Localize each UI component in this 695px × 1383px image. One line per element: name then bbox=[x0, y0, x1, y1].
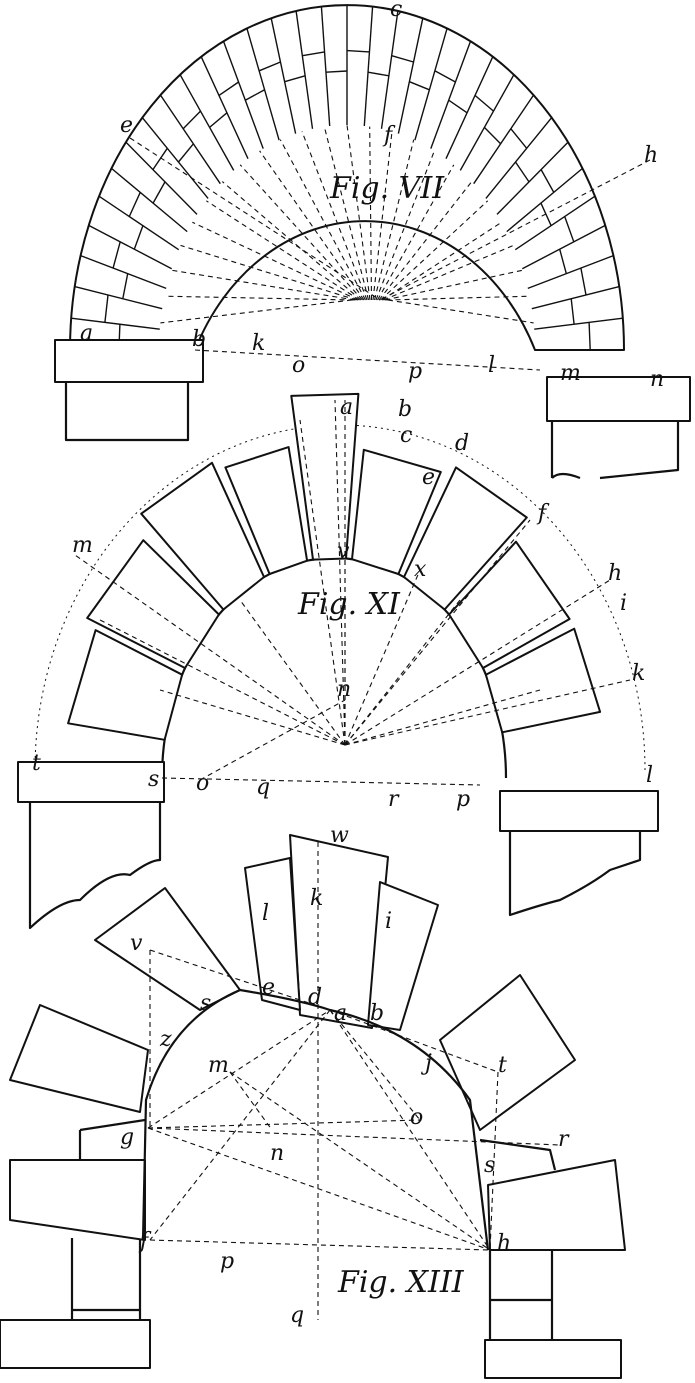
fig13-label-t: t bbox=[498, 1053, 507, 1078]
fig11-pier-left bbox=[28, 802, 162, 930]
fig13-base-left bbox=[0, 1319, 151, 1369]
fig11-label-v: v bbox=[337, 539, 350, 564]
fig13-label-p: p bbox=[220, 1249, 234, 1274]
fig11-label-t: t bbox=[32, 751, 41, 776]
fig13-label-f: f bbox=[138, 1229, 152, 1254]
fig11-label-o: o bbox=[196, 771, 209, 796]
fig13-label-s-top: s bbox=[200, 991, 211, 1016]
fig7-title: Fig. VII bbox=[329, 171, 445, 206]
figure-xiii: w k l i v s e d a b t z m j o g n r s f … bbox=[0, 823, 626, 1379]
fig7-label-c-top: c bbox=[390, 0, 402, 22]
fig11-title: Fig. XI bbox=[297, 587, 401, 622]
fig11-label-k: k bbox=[632, 661, 645, 686]
fig13-label-h: h bbox=[497, 1231, 511, 1256]
fig13-pier-left bbox=[70, 1238, 142, 1320]
fig13-label-m: m bbox=[208, 1053, 229, 1078]
fig13-label-j: j bbox=[420, 1051, 432, 1076]
fig7-impost-right bbox=[546, 376, 691, 422]
fig11-label-p: p bbox=[456, 787, 470, 812]
fig13-label-k: k bbox=[310, 886, 323, 911]
fig11-label-l: l bbox=[646, 763, 653, 788]
figure-xi: a b c d e f m v x h i n k t s o q r p l … bbox=[17, 392, 659, 930]
fig7-construction-rays bbox=[160, 124, 534, 324]
fig13-label-e: e bbox=[262, 975, 275, 1000]
fig13-title: Fig. XIII bbox=[337, 1265, 465, 1300]
fig13-label-l: l bbox=[262, 901, 269, 926]
fig7-voussoir-joints bbox=[71, 5, 623, 351]
fig11-label-x: x bbox=[414, 557, 427, 582]
fig13-label-a: a bbox=[334, 1001, 347, 1026]
fig7-pier-right bbox=[550, 421, 680, 480]
fig13-intrados bbox=[141, 988, 490, 1251]
fig13-label-z: z bbox=[159, 1027, 172, 1052]
fig13-label-q: q bbox=[290, 1303, 304, 1328]
fig7-label-e: e bbox=[120, 113, 133, 138]
fig13-voussoirs bbox=[9, 834, 626, 1251]
fig11-pier-right bbox=[508, 831, 642, 917]
fig11-label-c: c bbox=[400, 423, 412, 448]
fig11-label-s: s bbox=[148, 767, 159, 792]
fig11-label-b: b bbox=[398, 397, 412, 422]
fig7-label-n: n bbox=[650, 367, 664, 392]
fig11-impost-left bbox=[17, 761, 165, 803]
fig7-label-h: h bbox=[644, 143, 658, 168]
fig13-label-v: v bbox=[130, 931, 143, 956]
fig11-label-a: a bbox=[340, 395, 353, 420]
fig13-label-r: r bbox=[558, 1127, 570, 1152]
fig7-label-p: p bbox=[408, 359, 422, 384]
fig11-label-h: h bbox=[608, 561, 622, 586]
fig7-label-o: o bbox=[292, 353, 305, 378]
fig13-base-right bbox=[484, 1339, 622, 1379]
fig11-label-m: m bbox=[72, 533, 93, 558]
fig13-label-b: b bbox=[370, 1001, 384, 1026]
fig11-label-r: r bbox=[388, 787, 400, 812]
fig13-pier-right bbox=[488, 1250, 554, 1345]
fig13-label-s-right: s bbox=[484, 1153, 495, 1178]
fig13-label-w: w bbox=[330, 823, 349, 848]
fig13-label-n: n bbox=[270, 1141, 284, 1166]
fig7-pier-left bbox=[64, 382, 190, 442]
fig7-label-m: m bbox=[560, 361, 581, 386]
fig11-construction-rays bbox=[74, 399, 631, 746]
fig13-construction-rays bbox=[147, 842, 561, 1320]
fig7-label-l: l bbox=[488, 353, 495, 378]
fig13-label-i: i bbox=[385, 909, 392, 934]
fig13-label-g: g bbox=[120, 1125, 134, 1150]
fig13-label-o: o bbox=[410, 1105, 423, 1130]
fig11-label-e: e bbox=[422, 465, 435, 490]
fig7-label-b: b bbox=[192, 327, 206, 352]
figure-vii: c e f h a b k o p l m n Fig. VII bbox=[54, 0, 691, 480]
fig11-label-i: i bbox=[620, 591, 627, 616]
fig7-label-k: k bbox=[252, 331, 265, 356]
fig7-label-a: a bbox=[80, 321, 93, 346]
fig13-label-d: d bbox=[308, 985, 322, 1010]
fig7-impost-left bbox=[54, 339, 204, 383]
fig11-label-q: q bbox=[256, 775, 270, 800]
fig11-label-d: d bbox=[455, 431, 469, 456]
fig11-impost-right bbox=[499, 790, 659, 832]
fig11-voussoirs bbox=[67, 392, 602, 741]
fig11-label-f: f bbox=[536, 501, 550, 526]
fig11-label-n: n bbox=[337, 677, 351, 702]
